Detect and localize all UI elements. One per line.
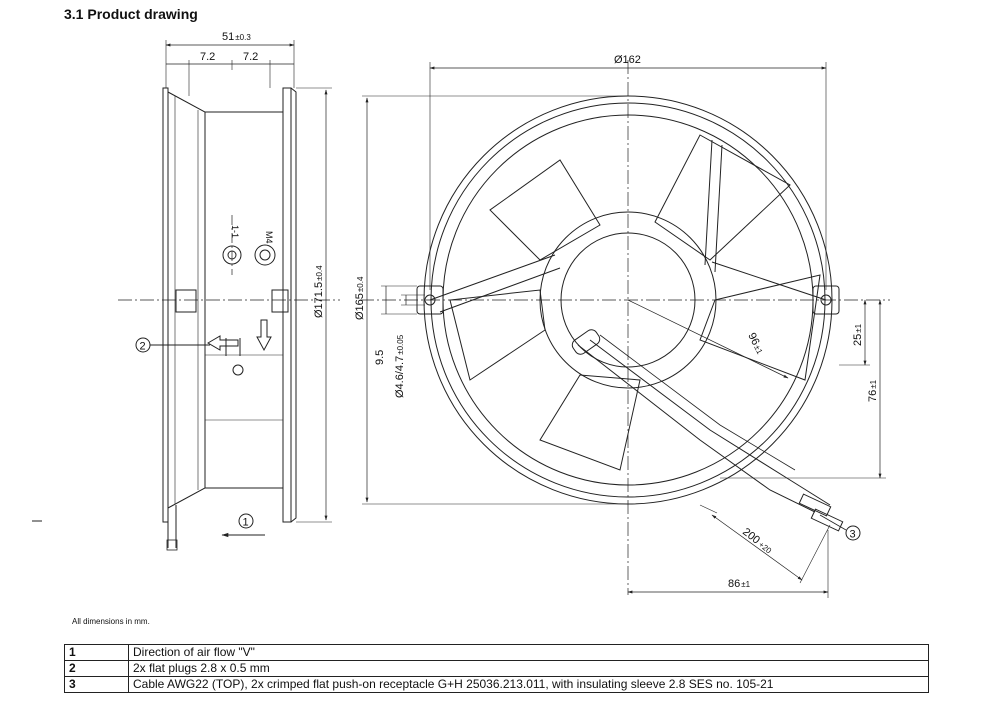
legend-text: Direction of air flow "V"	[128, 644, 929, 661]
front-cable	[577, 344, 816, 513]
dimension-note: All dimensions in mm.	[72, 617, 150, 626]
fan-blade	[699, 274, 821, 381]
side-back-plate	[162, 87, 169, 523]
airflow-left-arrow-icon	[207, 335, 239, 351]
callout-2-label: 2	[140, 341, 146, 353]
dim-hole-label: Ø4.6/4.7±0.05	[394, 334, 406, 398]
legend-text: 2x flat plugs 2.8 x 0.5 mm	[128, 660, 929, 677]
front-strut	[429, 254, 561, 313]
ground-screw-inner	[259, 249, 271, 261]
callout-3-label: 3	[850, 529, 856, 541]
dim-7-2-left-label: 7.2	[200, 51, 215, 63]
legend-number: 1	[64, 644, 129, 661]
dim-25-label: 25±1	[852, 323, 864, 346]
dim-200-line	[711, 514, 803, 581]
dim-7-2-right-label: 7.2	[243, 51, 258, 63]
table-row: 1 Direction of air flow "V"	[64, 644, 929, 661]
dim-200-ext-2	[799, 524, 831, 584]
cable-plug-icon	[798, 493, 832, 517]
dim-96-label: 96±1	[745, 331, 766, 357]
technical-drawing: M4 1-1 2 1 51±0.3 7.2 7.2	[32, 31, 890, 598]
dim-76-label: 76±1	[867, 379, 879, 402]
side-flange-lip	[290, 87, 297, 523]
fan-blade	[449, 289, 546, 381]
dim-9-5-label: 9.5	[374, 350, 386, 365]
legend-text: Cable AWG22 (TOP), 2x crimped flat push-…	[128, 676, 929, 693]
fan-blade	[654, 134, 791, 261]
section-heading: 3.1 Product drawing	[64, 6, 198, 22]
front-cable-2	[589, 339, 831, 506]
callout-3-circle	[845, 525, 861, 541]
fan-blade	[489, 159, 601, 261]
table-row: 3 Cable AWG22 (TOP), 2x crimped flat pus…	[64, 676, 929, 693]
legend-number: 3	[64, 676, 129, 693]
connector-marking: 1-1	[230, 225, 240, 238]
connector-icon	[222, 245, 242, 265]
ground-marking: M4	[264, 231, 274, 244]
connector-inner	[227, 250, 237, 260]
ground-screw-icon	[254, 244, 276, 266]
airflow-down-arrow-icon	[256, 319, 272, 352]
front-cable-channel	[704, 139, 723, 273]
table-row: 2 2x flat plugs 2.8 x 0.5 mm	[64, 660, 929, 677]
side-view: M4 1-1 2 1 51±0.3 7.2 7.2	[118, 31, 340, 551]
side-front-flange	[282, 87, 292, 523]
dim-165-label: Ø165±0.4	[354, 276, 366, 320]
dim-51-label: 51±0.3	[222, 31, 251, 43]
legend-table: 1 Direction of air flow "V" 2 2x flat pl…	[64, 644, 929, 693]
plug-terminal-icon	[232, 364, 244, 376]
dim-162-label: Ø162	[614, 54, 641, 66]
front-cable-3	[599, 334, 796, 471]
callout-1-label: 1	[243, 517, 249, 529]
side-cable	[167, 505, 177, 548]
dim-96-line	[627, 299, 789, 379]
hub-inner	[560, 232, 696, 368]
side-cable-end	[166, 539, 178, 551]
fan-blade	[539, 374, 641, 471]
callout-1-circle	[238, 513, 254, 529]
side-right-boss	[271, 289, 289, 313]
dim-200-ext	[699, 504, 718, 514]
front-view: 3 Ø162 Ø165±0.4 9.5 Ø4.6/4.7±0.05 96±1 2…	[354, 54, 890, 598]
dim-171-label: Ø171.5±0.4	[313, 265, 325, 318]
dim-86-label: 86±1	[728, 578, 751, 590]
cable-grommet	[571, 329, 601, 355]
cable-plug-icon-2	[810, 508, 844, 532]
mounting-hole-right	[820, 294, 832, 306]
callout-3-leader	[819, 514, 847, 531]
dim-200-label: 200+20	[740, 526, 775, 557]
hub-outer	[539, 211, 717, 389]
mounting-hole-left	[424, 294, 436, 306]
front-strut-right	[711, 261, 827, 301]
side-left-boss	[175, 289, 197, 313]
legend-number: 2	[64, 660, 129, 677]
